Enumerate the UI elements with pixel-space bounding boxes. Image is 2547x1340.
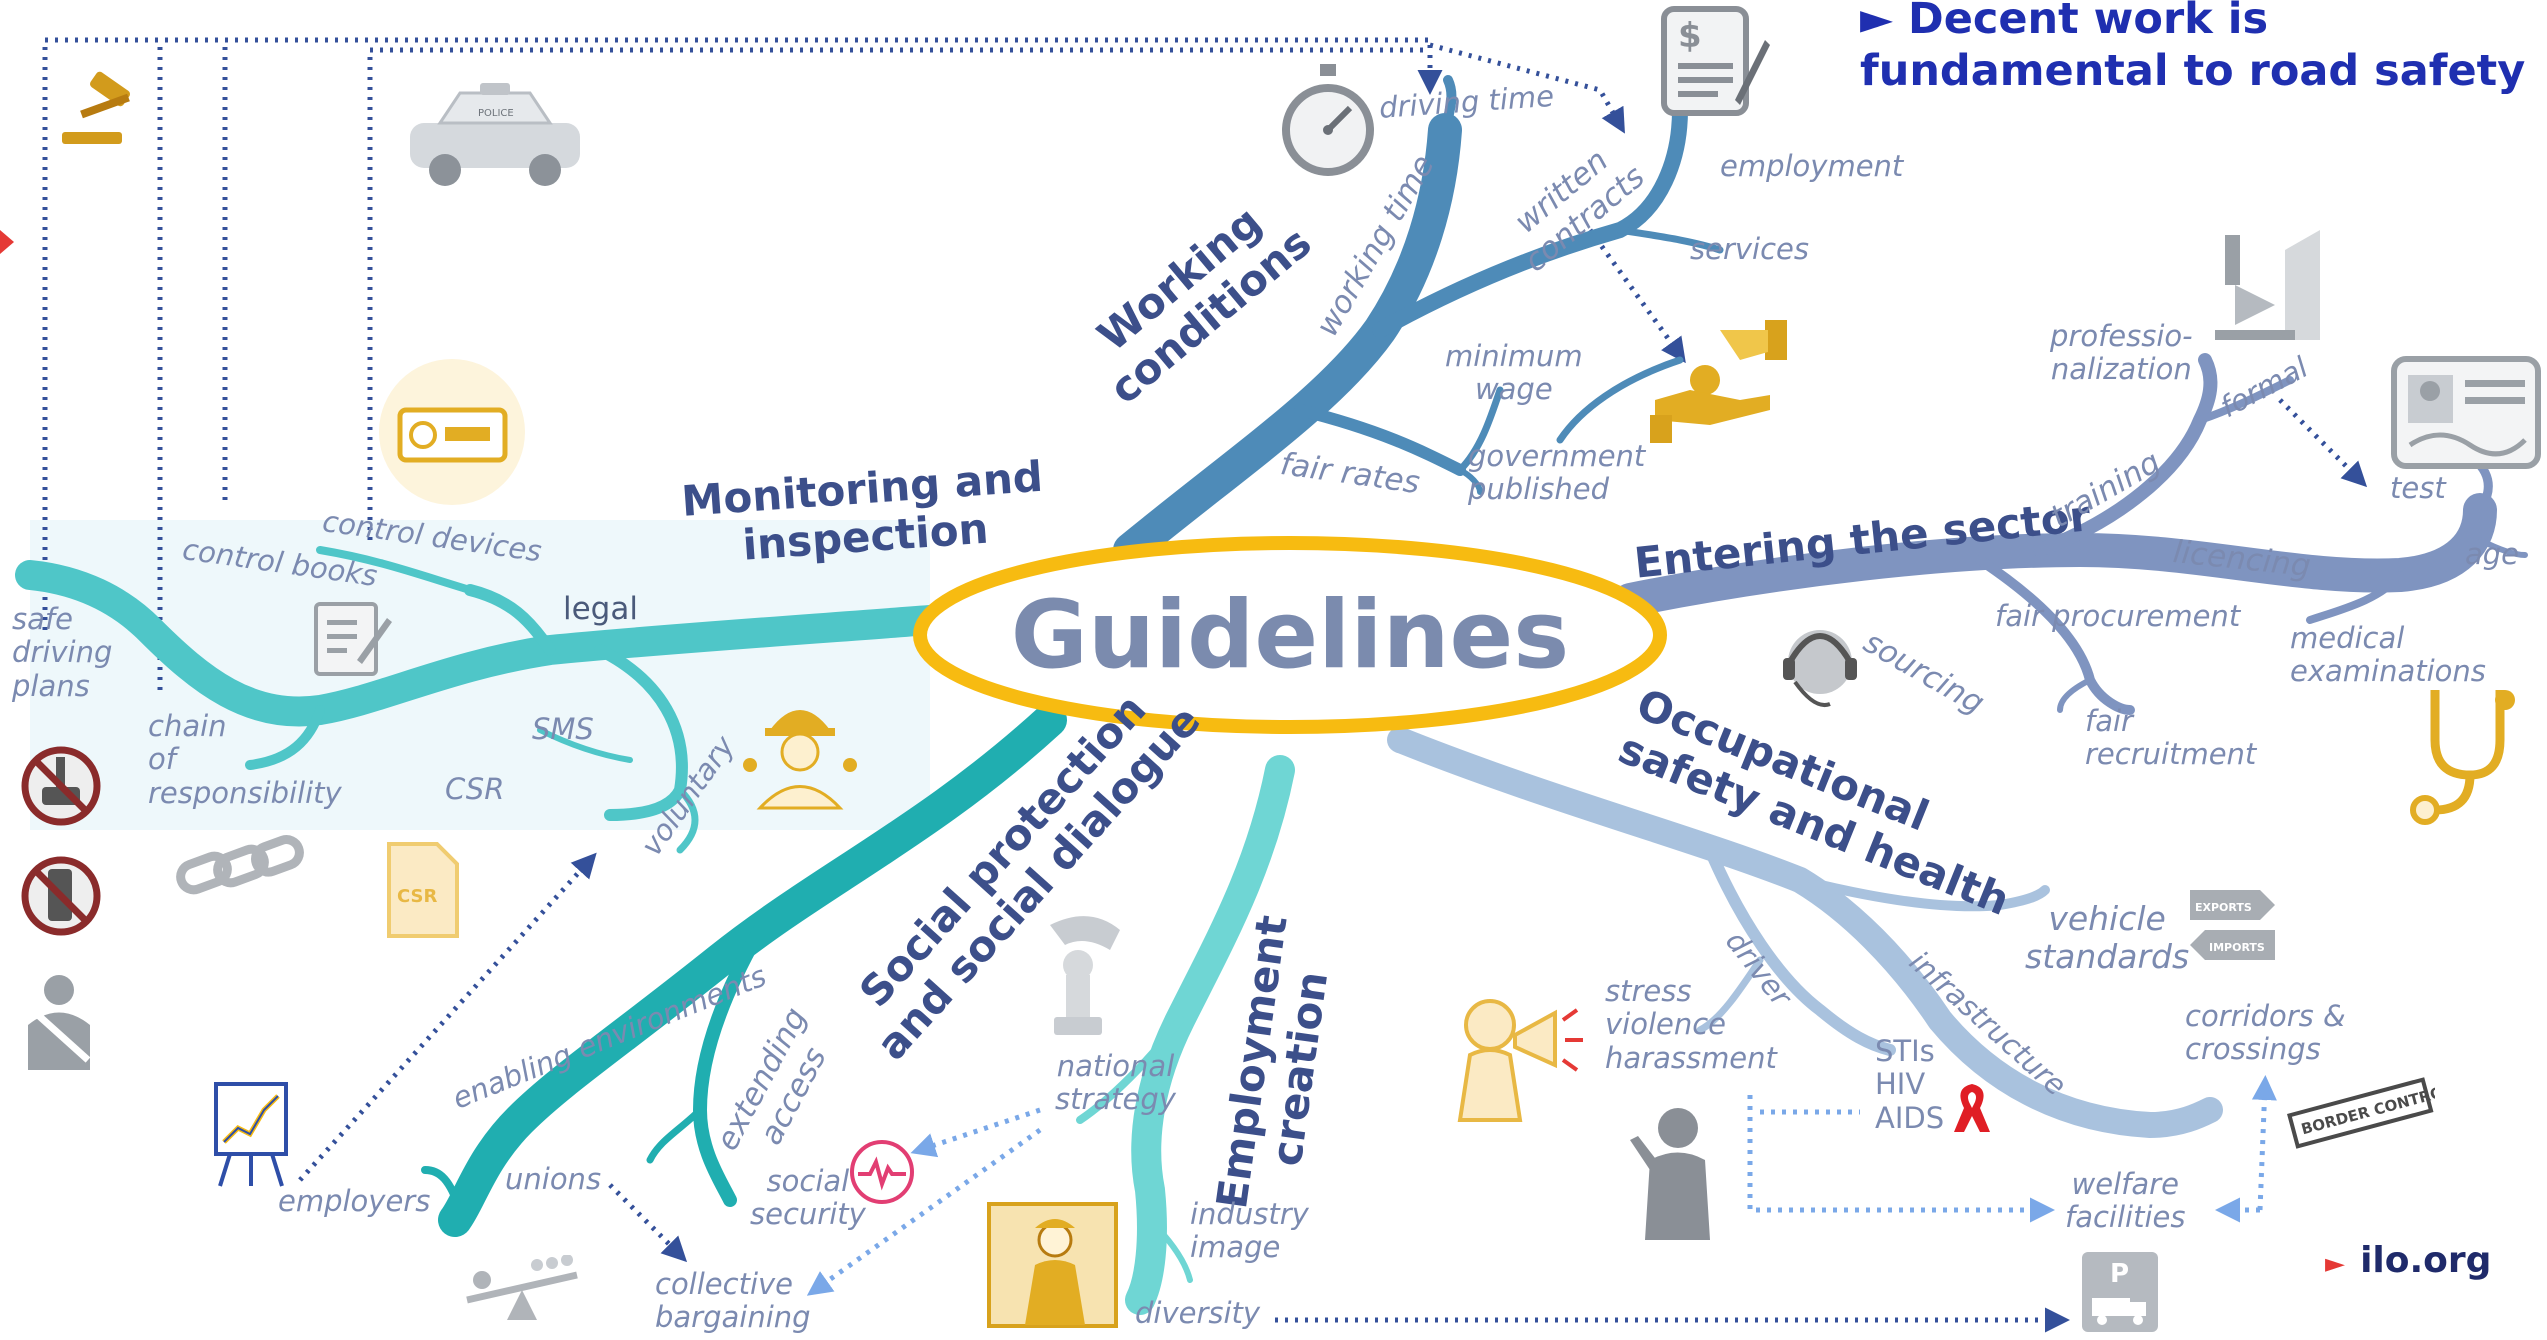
export-import-icon: EXPORTS IMPORTS [2185,885,2280,965]
label-medical-examinations: medical examinations [2290,621,2486,689]
branch-monitoring [15,546,945,854]
broken-chain-icon [175,835,305,905]
label-sms: SMS [532,712,594,746]
label-national-strategy: national strategy [1055,1049,1176,1117]
exports-text: EXPORTS [2195,901,2252,914]
label-corridors-crossings: corridors & crossings [2185,999,2346,1067]
label-unions: unions [505,1162,602,1196]
ribbon-icon [1950,1080,1995,1135]
label-services: services [1690,232,1809,266]
label-test: test [2390,471,2446,505]
label-csr: CSR [445,772,505,806]
label-social-security: social security [750,1164,866,1232]
label-chain-of-responsibility: chain of responsibility [148,709,342,810]
no-alcohol-icon [20,745,102,827]
label-fair-procurement: fair procurement [1995,599,2241,633]
label-stis-hiv-aids: STIs HIV AIDS [1875,1034,1945,1135]
label-employment: employment [1720,149,1904,183]
ilo-link[interactable]: ilo.org [2360,1240,2492,1281]
money-hand-icon [1650,320,1795,445]
ilo-footer: ► ilo.org [2325,1240,2491,1281]
road-worker-icon [985,1200,1120,1330]
label-professionalization: professio- nalization [2050,319,2193,387]
silhouette-icon [1620,1100,1720,1240]
ilo-arrow-icon: ► [2325,1249,2345,1279]
branch-osh [1387,727,2223,1139]
label-legal: legal [563,591,638,627]
center-title: Guidelines [1010,581,1570,690]
headset-icon [1775,620,1865,715]
dotted-light-connectors [806,1075,2277,1296]
label-minimum-wage: minimum wage [1445,339,1583,407]
red-marker-icon [0,230,14,254]
label-fair-recruitment: fair recruitment [2085,704,2257,772]
label-diversity: diversity [1135,1296,1261,1330]
headline-line2: fundamental to road safety [1860,45,2526,96]
csr-document-icon: CSR [385,840,460,940]
label-vehicle-standards: vehicle standards [2025,899,2190,976]
label-safe-driving-plans: safe driving plans [12,602,113,703]
contract-icon: $ [1660,5,1770,117]
stopwatch-icon [1278,60,1378,185]
dotted-connectors [42,37,2368,1333]
branch-social [421,703,1067,1237]
label-industry-image: industry image [1190,1197,1309,1265]
center-ellipse [913,536,1667,734]
id-card-icon [2390,355,2542,470]
gearshift-icon [2215,225,2325,345]
label-government-published: government published [1468,439,1646,507]
parking-truck-icon: P [2080,1250,2160,1335]
label-employers: employers [278,1184,431,1218]
chess-hand-icon [1030,905,1130,1040]
csr-doc-text: CSR [397,886,438,907]
headline: ► Decent work is fundamental to road saf… [1860,0,2525,97]
engineer-icon [740,690,860,810]
label-age: age [2465,537,2520,571]
police-text: POLICE [478,108,514,119]
stethoscope-icon [2395,680,2535,825]
imports-text: IMPORTS [2209,941,2265,954]
border-control-icon: BORDER CONTROL [2285,1075,2435,1150]
heartbeat-icon [848,1138,916,1206]
presentation-chart-icon [210,1080,292,1190]
police-car-icon: POLICE [400,78,590,193]
label-welfare-facilities: welfare facilities [2065,1167,2186,1235]
megaphone-icon [1445,985,1585,1125]
gavel-icon [60,70,150,150]
parking-text: P [2110,1259,2129,1289]
label-stress-violence-harassment: stress violence harassment [1605,974,1777,1075]
svg-text:$: $ [1678,16,1702,56]
seatbelt-icon [18,970,100,1075]
branch-entering [1613,353,2528,715]
branch-employment [1076,755,1295,1315]
headline-line1: ► Decent work is [1860,0,2269,44]
seesaw-icon [462,1255,582,1325]
tachograph-icon [375,355,530,510]
notebook-icon [312,600,392,678]
label-collective-bargaining: collective bargaining [655,1267,811,1335]
no-phone-icon [20,855,102,937]
